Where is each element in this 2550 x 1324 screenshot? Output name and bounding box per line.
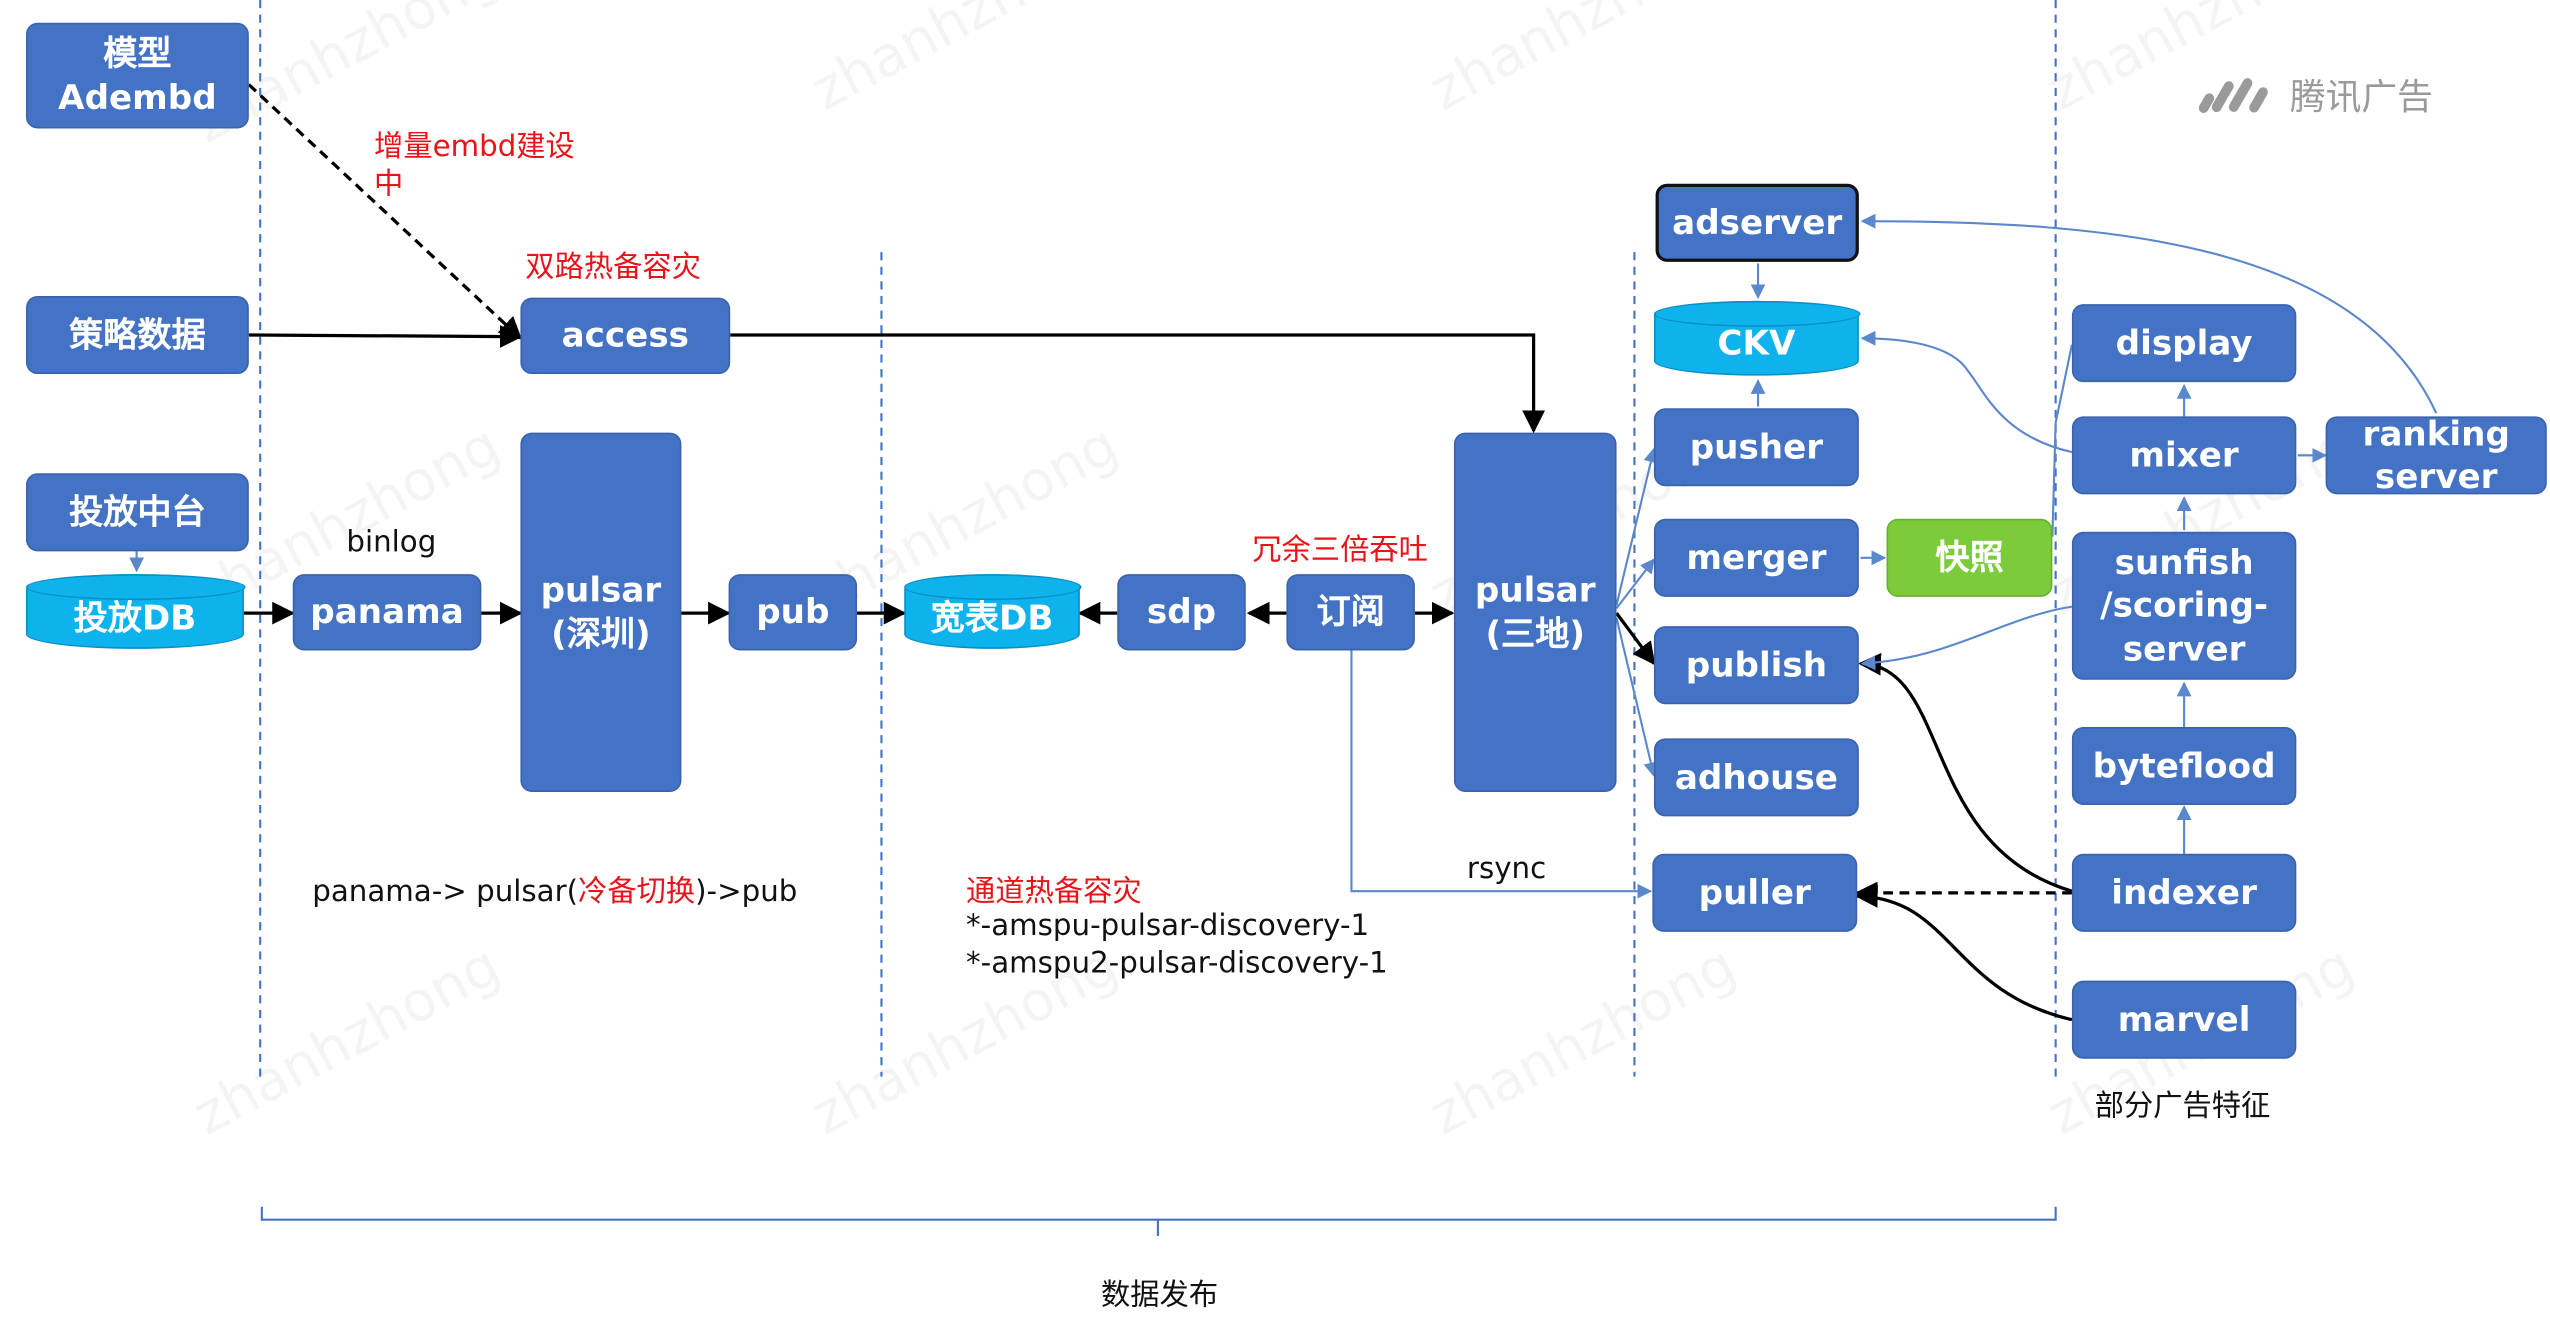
arrow-model-access [247, 83, 523, 340]
merger-node[interactable]: merger [1653, 518, 1859, 597]
display-node[interactable]: display [2071, 304, 2297, 383]
panama-node[interactable]: panama [292, 574, 482, 651]
pub-node[interactable]: pub [728, 574, 858, 651]
wide-table-db[interactable]: 宽表DB [903, 573, 1081, 649]
arrow-marvel-puller [1854, 885, 2073, 1022]
brand-name: 腾讯广告 [2289, 78, 2433, 119]
binlog-label: binlog [346, 525, 437, 560]
ckv-db-label: CKV [1717, 323, 1796, 363]
pusher-node[interactable]: pusher [1653, 408, 1859, 487]
sunfish-scoring-server-node[interactable]: sunfish /scoring- server [2071, 531, 2297, 680]
arrow-mixer-ckv [1860, 330, 2073, 454]
rsync-label: rsync [1466, 852, 1547, 887]
cold-standby-switch: 冷备切换 [578, 874, 696, 910]
arrow-indexer-publish [1858, 652, 2073, 893]
pulsar-three-sites-node[interactable]: pulsar (三地) [1453, 432, 1617, 793]
arrow-access-pulsar3 [730, 333, 1545, 434]
brand-mark-icon [2198, 78, 2268, 113]
ad-features-label: 部分广告特征 [2094, 1089, 2271, 1124]
panama-flow-part-3: )->pub [695, 874, 798, 910]
arrow-subscribe-puller [1350, 650, 1653, 899]
mixer-node[interactable]: mixer [2071, 416, 2297, 495]
delivery-db-label: 投放DB [73, 598, 197, 638]
adhouse-node[interactable]: adhouse [1653, 738, 1859, 817]
panama-flow-note: panama-> pulsar(冷备切换)->pub [312, 868, 797, 910]
wide-table-db-label: 宽表DB [930, 598, 1054, 638]
subscribe-node[interactable]: 订阅 [1286, 574, 1415, 651]
snapshot-node[interactable]: 快照 [1886, 518, 2053, 597]
data-release-brace [260, 1206, 2057, 1236]
publish-node[interactable]: publish [1653, 626, 1859, 705]
ckv-db[interactable]: CKV [1653, 300, 1860, 376]
strategy-data-node[interactable]: 策略数据 [26, 295, 249, 375]
embd-building-note: 增量embd建设 中 [374, 130, 575, 201]
arrow-strategy-access [248, 325, 523, 348]
arrow-sunfish-publish [1860, 605, 2073, 671]
arrow-ranking-adserver [1860, 213, 2438, 414]
link-pusher-display [2051, 344, 2073, 537]
channel-hot-standby-note: 通道热备容灾 [966, 874, 1142, 910]
data-release-label: 数据发布 [1101, 1278, 1219, 1313]
discovery-entry-1: *-amspu-pulsar-discovery-1 [966, 909, 1370, 944]
redundant-throughput-note: 冗余三倍吞吐 [1252, 533, 1428, 568]
sdp-node[interactable]: sdp [1117, 574, 1246, 651]
puller-node[interactable]: puller [1652, 853, 1858, 932]
delivery-platform-node[interactable]: 投放中台 [26, 473, 249, 552]
delivery-db[interactable]: 投放DB [25, 573, 245, 649]
pulsar-shenzhen-node[interactable]: pulsar (深圳) [520, 432, 682, 793]
brand-logo: 腾讯广告 [2198, 68, 2433, 120]
dual-hot-standby-note: 双路热备容灾 [525, 250, 701, 285]
panama-flow-part-1: panama-> pulsar( [312, 874, 579, 910]
adserver-node[interactable]: adserver [1655, 183, 1859, 262]
arrow-pulsar3-merger [1615, 558, 1655, 609]
arrow-pulsar3-publish [1615, 612, 1656, 666]
discovery-entry-2: *-amspu2-pulsar-discovery-1 [966, 946, 1388, 981]
byteflood-node[interactable]: byteflood [2071, 726, 2297, 806]
arrow-pulsar3-adhouse [1615, 617, 1659, 778]
marvel-node[interactable]: marvel [2071, 980, 2297, 1059]
ranking-server-node[interactable]: ranking server [2325, 414, 2547, 496]
indexer-node[interactable]: indexer [2071, 853, 2297, 932]
model-adembd-node[interactable]: 模型 Adembd [26, 22, 249, 129]
access-node[interactable]: access [520, 297, 731, 375]
arrow-pulsar3-pusher [1615, 447, 1659, 606]
